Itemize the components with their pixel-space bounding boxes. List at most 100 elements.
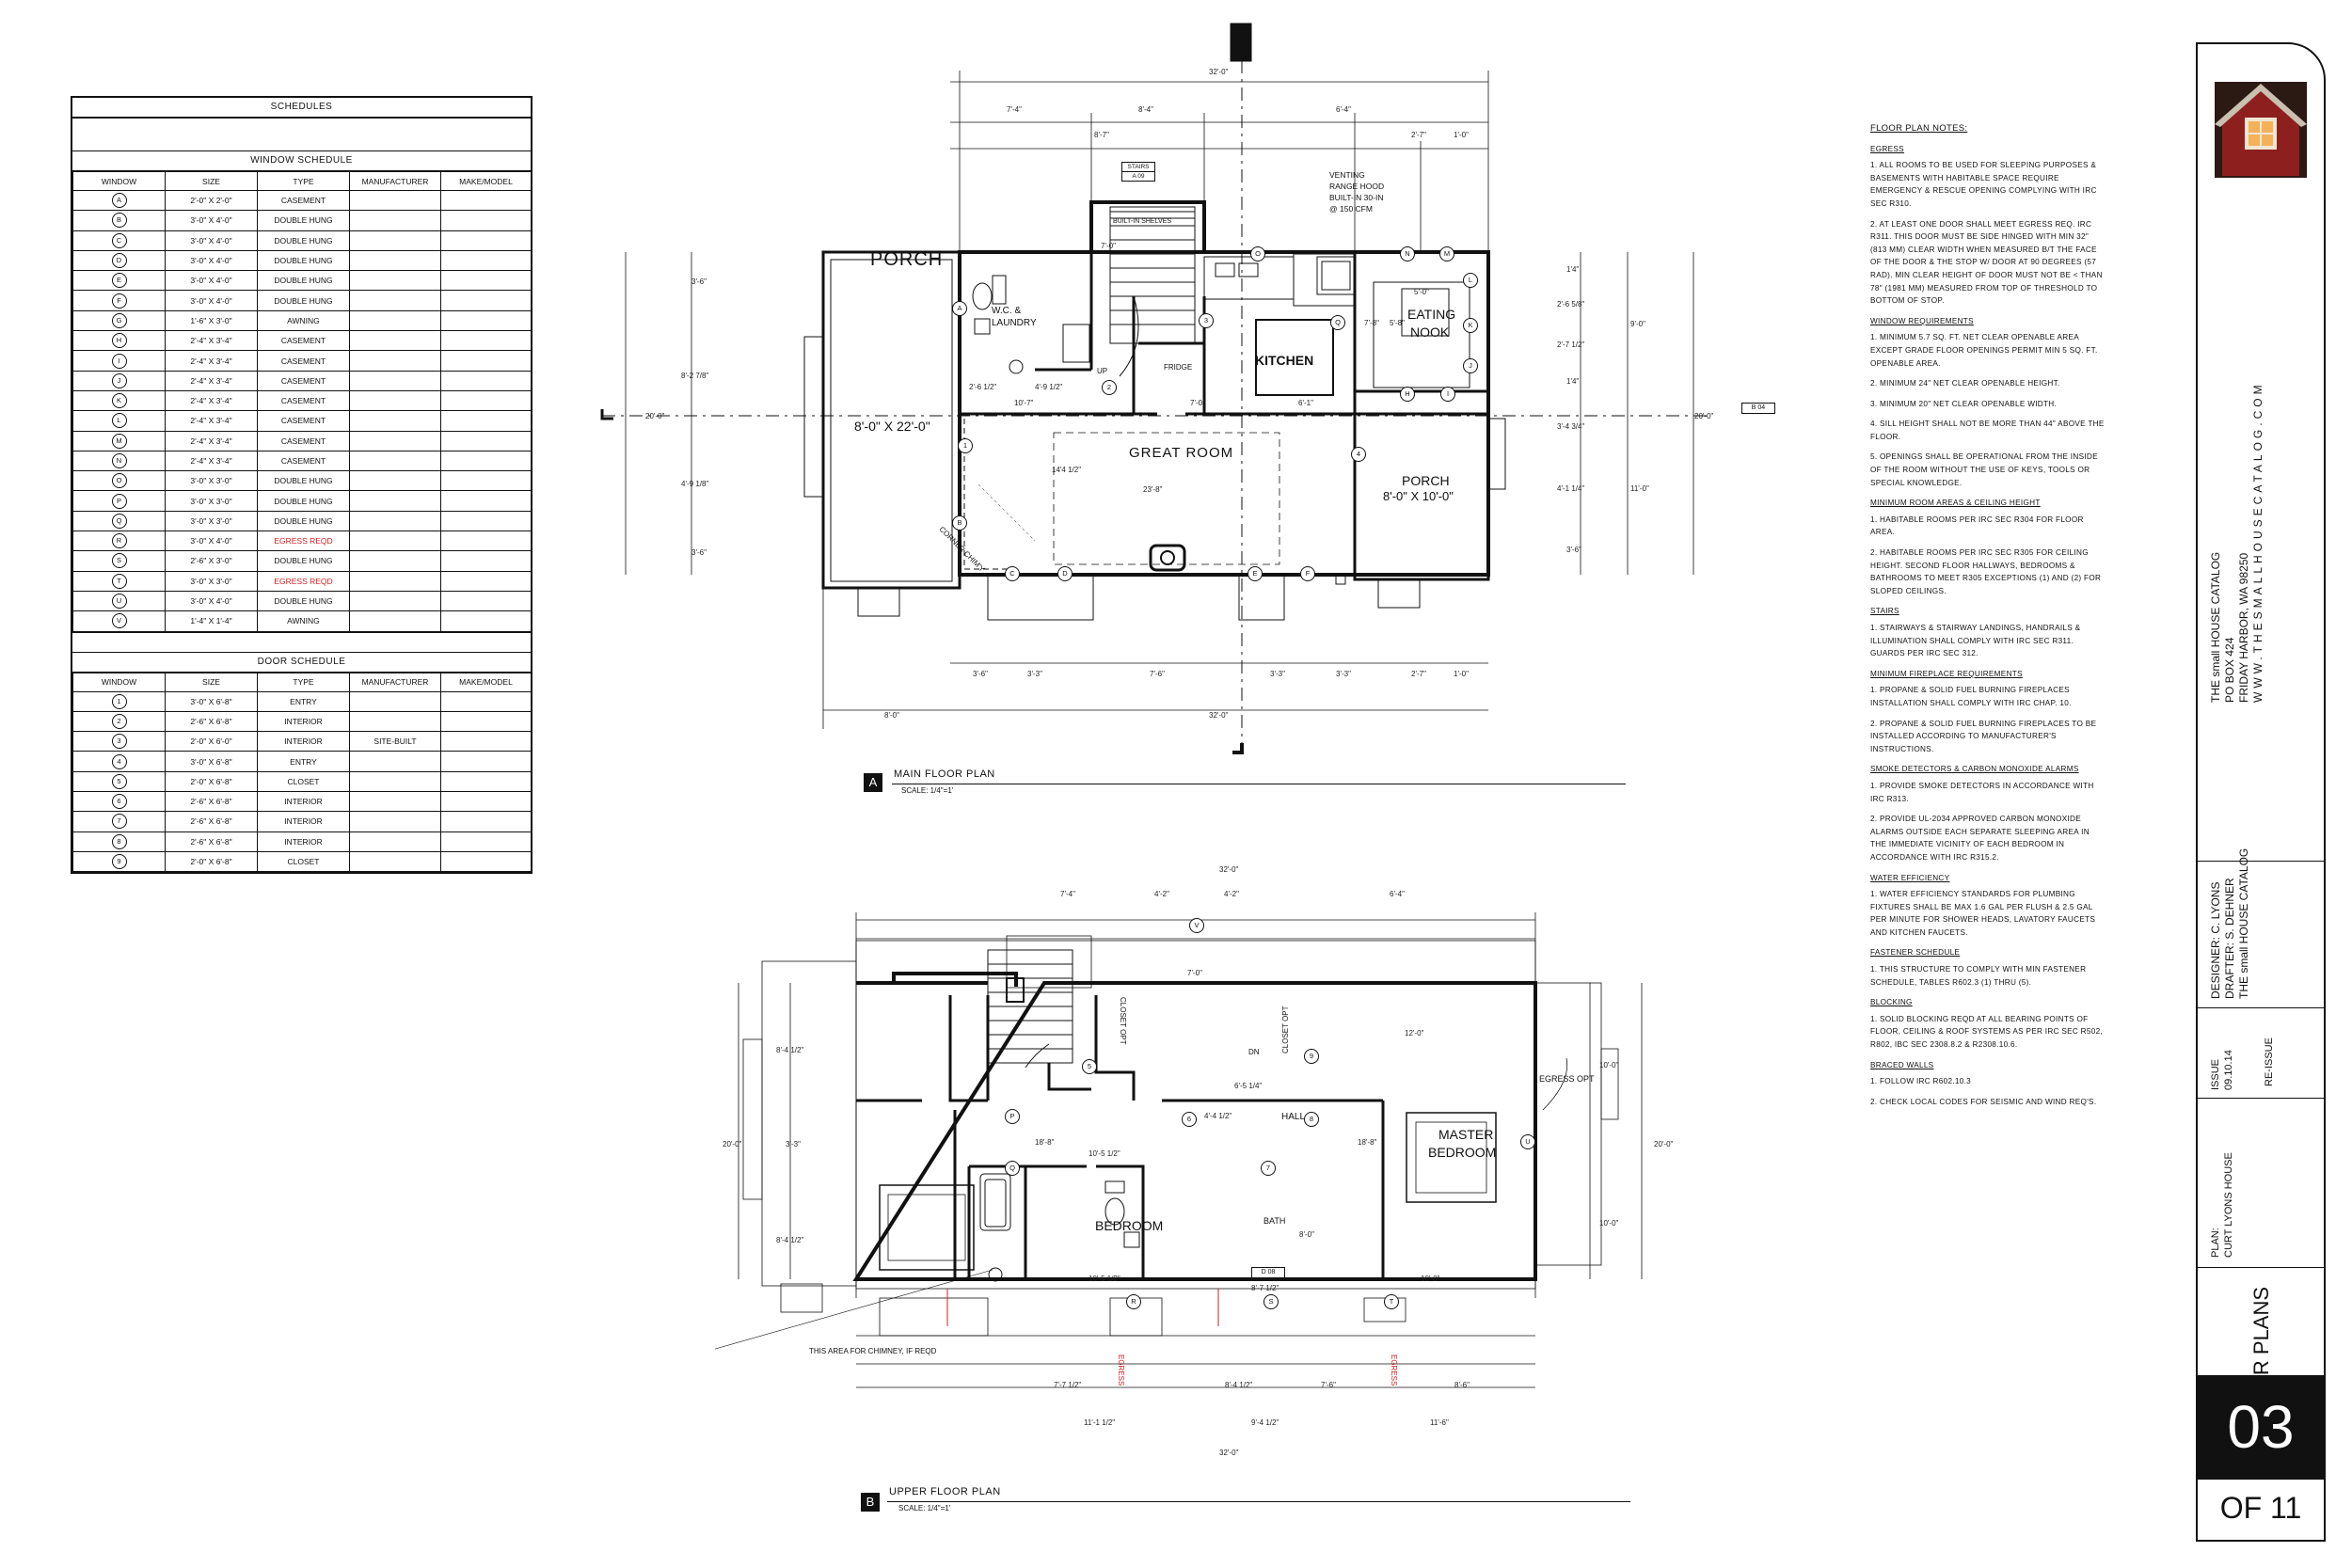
schedule-value: CLOSET — [287, 857, 320, 867]
schedule-value: CASEMENT — [280, 375, 326, 386]
notes-item: 2. AT LEAST ONE DOOR SHALL MEET EGRESS R… — [1870, 219, 2103, 306]
notes-item: 2. PROVIDE UL-2034 APPROVED CARBON MONOX… — [1870, 815, 2090, 862]
dim-right: 4'-1 1/4" — [1557, 484, 1585, 493]
upper-dim-bottom: 8'-4 1/2" — [1225, 1381, 1253, 1389]
schedule-tag: I — [111, 353, 127, 369]
schedule-value: 2'-0" X 2'-0" — [190, 196, 232, 206]
dim-interior: 2'-6 1/2" — [969, 383, 997, 391]
schedule-tag: C — [111, 232, 127, 248]
window-tag: F — [1300, 566, 1315, 581]
post — [1335, 574, 1346, 585]
schedule-cell: 3'-0" X 6'-8" — [165, 751, 258, 772]
dim-left-total: 20'-0" — [645, 412, 665, 420]
door-tag: 3 — [1199, 313, 1214, 328]
schedule-cell — [440, 510, 532, 532]
upper-dimension-lines — [738, 912, 1643, 1388]
dim-interior: 14'4 1/2" — [1052, 466, 1082, 474]
schedule-cell: 2'-4" X 3'-4" — [165, 430, 258, 451]
upper-dim-interior: 8'-0" — [1299, 1230, 1314, 1239]
room-bath: BATH — [1263, 1216, 1286, 1226]
schedule-value: DOUBLE HUNG — [274, 276, 333, 286]
plan-name: CURT LYONS HOUSE — [2223, 1152, 2234, 1258]
schedule-value: DOUBLE HUNG — [274, 256, 333, 266]
schedule-tag: D — [111, 253, 127, 269]
schedule-tag: T — [111, 573, 127, 589]
schedule-tag-cell: S — [72, 550, 166, 572]
window-tag: S — [1263, 1294, 1279, 1309]
window-tag: P — [1005, 1109, 1020, 1124]
schedule-cell: ENTRY — [257, 690, 350, 712]
dim-interior: 7'-8" — [1364, 319, 1379, 327]
dim-right-total: 20'-0" — [1694, 412, 1714, 420]
schedule-tag: R — [111, 533, 127, 549]
schedule-cell: CASEMENT — [257, 389, 350, 412]
window-tag: B — [952, 515, 967, 531]
schedule-cell: 3'-0" X 4'-0" — [165, 249, 258, 272]
schedule-tag-cell: D — [72, 249, 166, 272]
designer-company: THE small HOUSE CATALOG — [2237, 847, 2250, 999]
dim-bottom: 3'-3" — [1027, 670, 1042, 678]
schedule-cell — [349, 350, 441, 372]
schedule-cell: CASEMENT — [257, 350, 350, 372]
built-in-shelves — [1109, 206, 1196, 219]
dim-right: 3'-4 3/4" — [1557, 422, 1585, 431]
schedule-cell — [349, 249, 441, 272]
window-tag: H — [1400, 387, 1415, 402]
schedule-cell: 2'-6" X 3'-0" — [165, 550, 258, 572]
upper-dim-interior: 10'-0" — [1421, 1275, 1440, 1283]
chimney-location-icon — [988, 1267, 1003, 1282]
upper-plan-title: UPPER FLOOR PLAN — [889, 1486, 1001, 1497]
main-plan-scale: SCALE: 1/4"=1' — [901, 786, 954, 795]
schedule-value: DOUBLE HUNG — [274, 556, 333, 566]
label-dn: DN — [1248, 1048, 1260, 1056]
upper-dim-left-total: 20'-0" — [723, 1140, 742, 1148]
upper-dim-bottom: 8'-6" — [1454, 1381, 1470, 1389]
dim-bottom: 8'-0" — [884, 711, 899, 720]
schedule-value: 3'-0" X 3'-0" — [190, 576, 232, 586]
upper-dim-interior: 10'-5 1/2" — [1089, 1149, 1120, 1158]
upper-dim-interior: 18'-8" — [1035, 1138, 1055, 1147]
label-up: UP — [1097, 367, 1108, 375]
schedules-title: SCHEDULES — [72, 98, 531, 119]
schedule-cell: 3'-0" X 4'-0" — [165, 230, 258, 251]
notes-item: 1. PROVIDE SMOKE DETECTORS IN ACCORDANCE… — [1870, 781, 2094, 803]
notes-item: 1. HABITABLE ROOMS PER IRC SEC R304 FOR … — [1870, 515, 2084, 537]
schedule-tag-cell: U — [72, 590, 166, 612]
schedule-cell: 2'-6" X 6'-8" — [165, 811, 258, 832]
upper-plan-letter: B — [861, 1493, 880, 1512]
schedule-value: 2'-4" X 3'-4" — [190, 436, 232, 446]
schedule-cell: SITE-BUILT — [349, 731, 441, 752]
schedule-cell: DOUBLE HUNG — [257, 249, 350, 272]
schedule-value: CASEMENT — [280, 356, 326, 366]
bedroom-bed — [879, 1184, 975, 1271]
schedule-cell: 2'-0" X 6'-8" — [165, 850, 258, 873]
stairs — [1109, 211, 1196, 377]
window-tag: Q — [1330, 315, 1345, 330]
schedule-cell: 2'-0" X 2'-0" — [165, 189, 258, 212]
schedule-cell — [440, 290, 532, 311]
schedule-tag: B — [111, 213, 127, 229]
egress-opt-leader — [1542, 1057, 1568, 1111]
section-callout-b04: B 04 — [1741, 403, 1775, 414]
schedule-header: TYPE — [257, 672, 350, 692]
schedule-value: 3'-0" X 4'-0" — [190, 536, 232, 546]
window-tag: J — [1463, 358, 1478, 373]
schedule-cell: EGRESS REQD — [257, 531, 350, 552]
window-tag: C — [1005, 566, 1020, 581]
schedule-cell — [440, 710, 532, 733]
upper-dim-interior: 12'-0" — [1405, 1029, 1424, 1037]
schedule-value: 2'-6" X 6'-8" — [190, 816, 232, 827]
title-divider — [2198, 861, 2324, 862]
schedule-cell — [349, 811, 441, 832]
schedule-cell — [349, 189, 441, 212]
schedule-tag-cell: N — [72, 450, 166, 472]
door-tag: 7 — [1261, 1161, 1276, 1176]
schedule-cell: 3'-0" X 4'-0" — [165, 531, 258, 552]
